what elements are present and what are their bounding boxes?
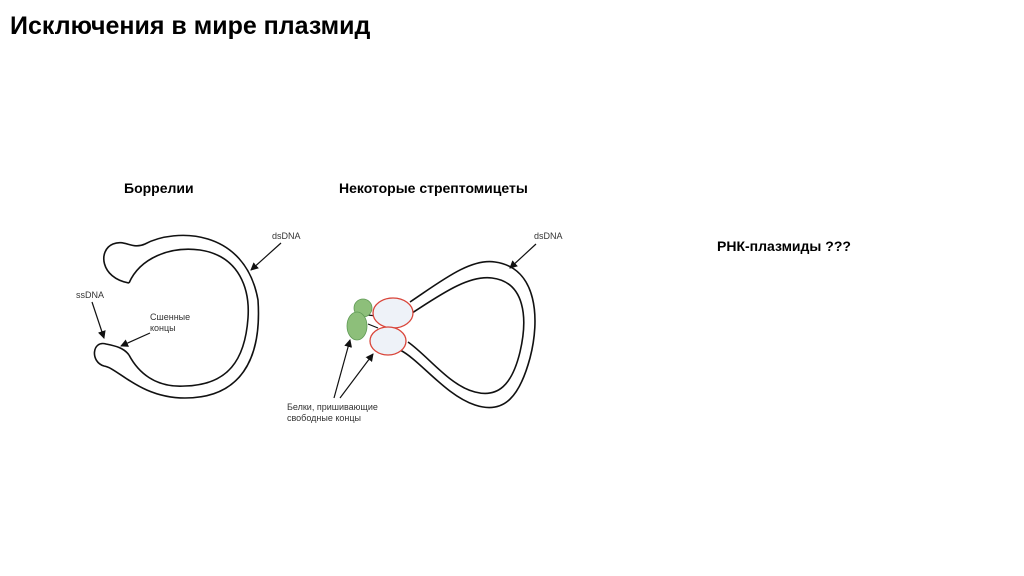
borrelia-dsdna-annotation: dsDNA	[272, 231, 301, 241]
strepto-proteins-annotation-line2: свободные концы	[287, 413, 361, 423]
borrelia-ssdna-annotation: ssDNA	[76, 290, 104, 300]
strepto-terminal-protein-bottom	[346, 311, 368, 341]
strepto-end-connector-2	[367, 323, 379, 329]
strepto-protein-arrow-2	[339, 353, 374, 399]
borrelia-ends-arrow	[120, 332, 151, 347]
strepto-dna-inner-strand	[407, 276, 525, 395]
strepto-free-end-bottom	[369, 326, 407, 356]
borrelia-dna-outer-strand	[93, 234, 260, 399]
slide-title: Исключения в мире плазмид	[10, 12, 371, 40]
strepto-dna-outer-strand	[399, 260, 536, 409]
borrelia-plasmid: dsDNA ssDNA Сшенные концы	[76, 231, 301, 399]
streptomyces-label: Некоторые стрептомицеты	[339, 180, 528, 196]
strepto-protein-arrow-1	[333, 339, 352, 399]
rna-plasmids-label: РНК-плазмиды ???	[717, 238, 851, 254]
streptomyces-plasmid: dsDNA Белки, пришивающие свободные концы	[287, 231, 563, 423]
borrelia-dsdna-arrow	[250, 242, 282, 271]
borrelia-ends-annotation-line2: концы	[150, 323, 176, 333]
strepto-proteins-annotation-line1: Белки, пришивающие	[287, 402, 378, 412]
strepto-dsdna-arrow	[509, 243, 537, 269]
strepto-dsdna-annotation: dsDNA	[534, 231, 563, 241]
strepto-free-end-top	[372, 297, 414, 329]
borrelia-label: Боррелии	[124, 180, 194, 196]
borrelia-ssdna-arrow	[91, 301, 106, 339]
borrelia-ends-annotation-line1: Сшенные	[150, 312, 190, 322]
borrelia-dna-inner-strand	[128, 248, 250, 387]
